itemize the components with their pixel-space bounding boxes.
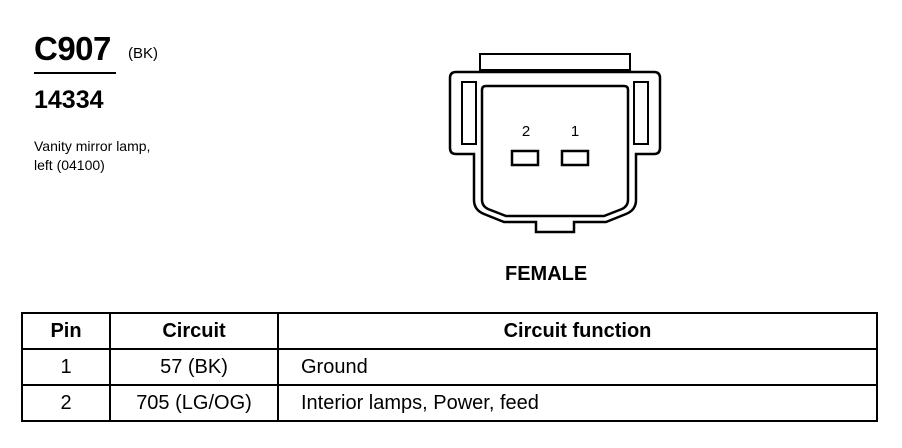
- part-number: 14334: [34, 86, 104, 114]
- pin-cavity-2: [510, 149, 540, 167]
- header-circuit-function: Circuit function: [277, 312, 878, 350]
- description-line-2: left (04100): [34, 157, 105, 173]
- circuit-cell: 705 (LG/OG): [109, 384, 279, 422]
- header-pin: Pin: [21, 312, 111, 350]
- connector-gender-label: FEMALE: [505, 263, 588, 285]
- pin-cell: 2: [21, 384, 111, 422]
- connector-latch: [479, 53, 631, 71]
- connector-left-rib: [461, 81, 477, 145]
- connector-id: C907: [34, 30, 111, 67]
- connector-color: (BK): [128, 45, 158, 62]
- table-header-row: Pin Circuit Circuit function: [21, 312, 878, 350]
- connector-face-diagram: 2 1: [448, 53, 662, 234]
- connector-right-rib: [633, 81, 649, 145]
- circuit-function-cell: Interior lamps, Power, feed: [277, 384, 878, 422]
- description-line-1: Vanity mirror lamp,: [34, 138, 151, 154]
- connector-id-underline: [34, 72, 116, 74]
- pinout-table: Pin Circuit Circuit function 1 57 (BK) G…: [21, 312, 878, 422]
- connector-inner-body: [480, 84, 630, 218]
- pin-cavity-1: [560, 149, 590, 167]
- table-row: 1 57 (BK) Ground: [21, 348, 878, 386]
- circuit-cell: 57 (BK): [109, 348, 279, 386]
- pin-label-1: 1: [571, 123, 579, 140]
- pin-cell: 1: [21, 348, 111, 386]
- table-row: 2 705 (LG/OG) Interior lamps, Power, fee…: [21, 384, 878, 422]
- description: Vanity mirror lamp, left (04100): [34, 137, 150, 175]
- circuit-function-cell: Ground: [277, 348, 878, 386]
- header-circuit: Circuit: [109, 312, 279, 350]
- pin-label-2: 2: [522, 123, 530, 140]
